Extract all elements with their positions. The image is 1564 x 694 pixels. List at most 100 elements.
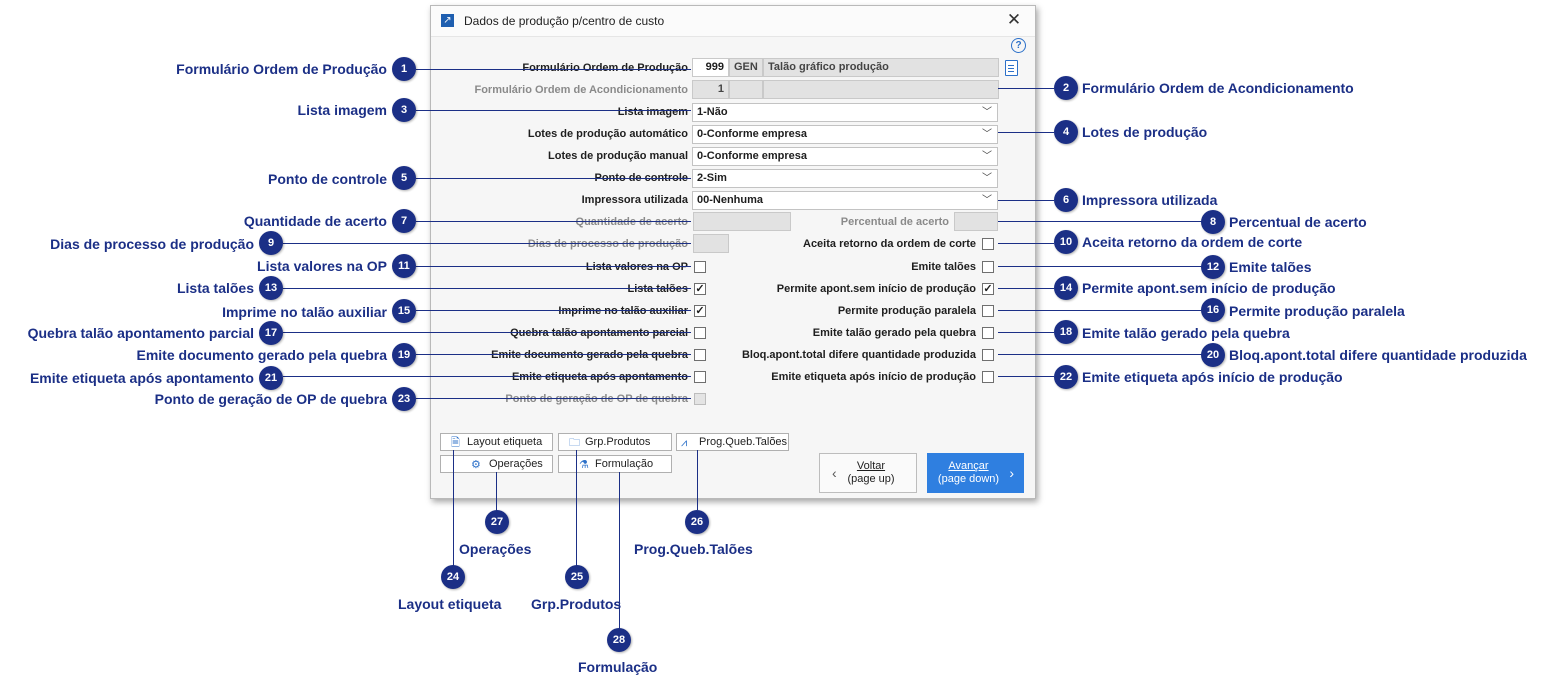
form-oa-desc: [763, 80, 999, 99]
permite-paralela-label: Permite produção paralela: [837, 305, 976, 317]
voltar-button[interactable]: ‹ Voltar(page up): [819, 453, 917, 493]
callout-badge: 5: [392, 166, 416, 190]
callout-badge: 15: [392, 299, 416, 323]
formulacao-button[interactable]: ⚗Formulação: [558, 455, 672, 473]
ponto-controle-select[interactable]: 2-Sim﹀: [692, 169, 998, 188]
layout-etiqueta-button[interactable]: 🗎Layout etiqueta: [440, 433, 553, 451]
lista-valores-label: Lista valores na OP: [585, 261, 688, 273]
callout-line: [283, 332, 691, 333]
quebra-talao-label: Quebra talão apontamento parcial: [510, 327, 688, 339]
operacoes-label: Operações: [489, 458, 543, 470]
callout-label: Prog.Queb.Talões: [634, 541, 753, 557]
callout-line: [998, 200, 1054, 201]
callout-line: [998, 266, 1202, 267]
callout-badge: 23: [392, 387, 416, 411]
lotes-auto-label: Lotes de produção automático: [527, 128, 688, 140]
callout-label: Dias de processo de produção: [50, 236, 254, 252]
lista-imagem-select[interactable]: 1-Não﹀: [692, 103, 998, 122]
permite-apont-label: Permite apont.sem início de produção: [776, 283, 976, 295]
form-op-label: Formulário Ordem de Produção: [522, 62, 688, 74]
bloq-apont-label: Bloq.apont.total difere quantidade produ…: [741, 349, 976, 361]
impressora-value: 00-Nenhuma: [697, 194, 764, 206]
callout-badge: 13: [259, 276, 283, 300]
document-icon: 🗎: [451, 437, 460, 449]
lotes-auto-select[interactable]: 0-Conforme empresa﹀: [692, 125, 998, 144]
emite-talao-quebra-checkbox[interactable]: [982, 327, 994, 339]
callout-line: [416, 221, 691, 222]
aceita-retorno-checkbox[interactable]: [982, 238, 994, 250]
avancar-button[interactable]: Avançar(page down) ›: [927, 453, 1024, 493]
callout-label: Lista talões: [176, 280, 254, 296]
lotes-auto-value: 0-Conforme empresa: [697, 128, 808, 140]
lista-taloes-checkbox[interactable]: ✓: [694, 283, 706, 295]
ponto-op-quebra-checkbox: [694, 393, 706, 405]
imprime-aux-label: Imprime no talão auxiliar: [558, 305, 688, 317]
callout-badge: 20: [1201, 343, 1225, 367]
callout-label: Lista imagem: [297, 102, 387, 118]
bloq-apont-checkbox[interactable]: [982, 349, 994, 361]
callout-badge: 11: [392, 254, 416, 278]
lotes-manual-select[interactable]: 0-Conforme empresa﹀: [692, 147, 998, 166]
callout-badge: 18: [1054, 320, 1078, 344]
callout-badge: 10: [1054, 230, 1078, 254]
lista-taloes-label: Lista talões: [627, 283, 688, 295]
callout-line: [416, 310, 691, 311]
aceita-retorno-label: Aceita retorno da ordem de corte: [803, 238, 976, 250]
callout-line: [416, 398, 691, 399]
callout-label: Formulário Ordem de Produção: [176, 61, 387, 77]
qtd-acerto-input: [693, 212, 791, 231]
prog-queb-button[interactable]: ⩘Prog.Queb.Talões: [676, 433, 789, 451]
permite-apont-checkbox[interactable]: ✓: [982, 283, 994, 295]
form-op-type: GEN: [729, 58, 763, 77]
chevron-left-icon: ‹: [832, 465, 837, 481]
callout-badge: 24: [441, 565, 465, 589]
form-oa-label: Formulário Ordem de Acondicionamento: [474, 84, 688, 96]
callout-line: [416, 69, 691, 70]
title-bar: ↗ Dados de produção p/centro de custo ✕: [431, 6, 1035, 37]
callout-badge: 1: [392, 57, 416, 81]
permite-paralela-checkbox[interactable]: [982, 305, 994, 317]
callout-label: Operações: [459, 541, 532, 557]
lotes-manual-label: Lotes de produção manual: [548, 150, 688, 162]
window-title: Dados de produção p/centro de custo: [464, 14, 665, 28]
emite-taloes-checkbox[interactable]: [982, 261, 994, 273]
callout-line: [416, 110, 691, 111]
close-button[interactable]: ✕: [1006, 10, 1022, 29]
emite-doc-quebra-checkbox[interactable]: [694, 349, 706, 361]
callout-label: Ponto de controle: [268, 171, 387, 187]
lista-valores-checkbox[interactable]: [694, 261, 706, 273]
lista-imagem-label: Lista imagem: [617, 106, 688, 118]
callout-line: [496, 472, 497, 512]
callout-badge: 22: [1054, 365, 1078, 389]
callout-label: Emite etiqueta após início de produção: [1082, 369, 1343, 385]
form-oa-code: 1: [692, 80, 729, 99]
callout-label: Lista valores na OP: [257, 258, 387, 274]
folder-icon: 🗀: [569, 437, 580, 449]
impressora-label: Impressora utilizada: [581, 194, 688, 206]
flask-icon: ⚗: [579, 459, 589, 471]
grp-produtos-button[interactable]: 🗀Grp.Produtos: [558, 433, 672, 451]
callout-badge: 28: [607, 628, 631, 652]
callout-line: [998, 288, 1054, 289]
voltar-sub: (page up): [847, 473, 895, 485]
callout-label: Emite talões: [1229, 259, 1312, 275]
emite-etq-apont-checkbox[interactable]: [694, 371, 706, 383]
avancar-label: Avançar: [948, 460, 989, 472]
chevron-down-icon: ﹀: [982, 195, 992, 206]
lotes-manual-value: 0-Conforme empresa: [697, 150, 808, 162]
callout-label: Bloq.apont.total difere quantidade produ…: [1229, 347, 1527, 363]
emite-etq-inicio-checkbox[interactable]: [982, 371, 994, 383]
operacoes-button[interactable]: ⚙Operações: [440, 455, 553, 473]
voltar-text: Voltar(page up): [840, 460, 902, 486]
callout-label: Formulário Ordem de Acondicionamento: [1082, 80, 1354, 96]
help-icon[interactable]: ?: [1011, 38, 1026, 53]
voltar-label: Voltar: [856, 460, 886, 472]
quebra-talao-checkbox[interactable]: [694, 327, 706, 339]
callout-label: Impressora utilizada: [1082, 192, 1218, 208]
callout-label: Emite talão gerado pela quebra: [1082, 325, 1290, 341]
impressora-select[interactable]: 00-Nenhuma ﹀: [692, 191, 998, 210]
form-op-code[interactable]: 999: [692, 58, 729, 77]
imprime-aux-checkbox[interactable]: ✓: [694, 305, 706, 317]
document-icon[interactable]: [1005, 60, 1018, 76]
callout-line: [416, 266, 691, 267]
